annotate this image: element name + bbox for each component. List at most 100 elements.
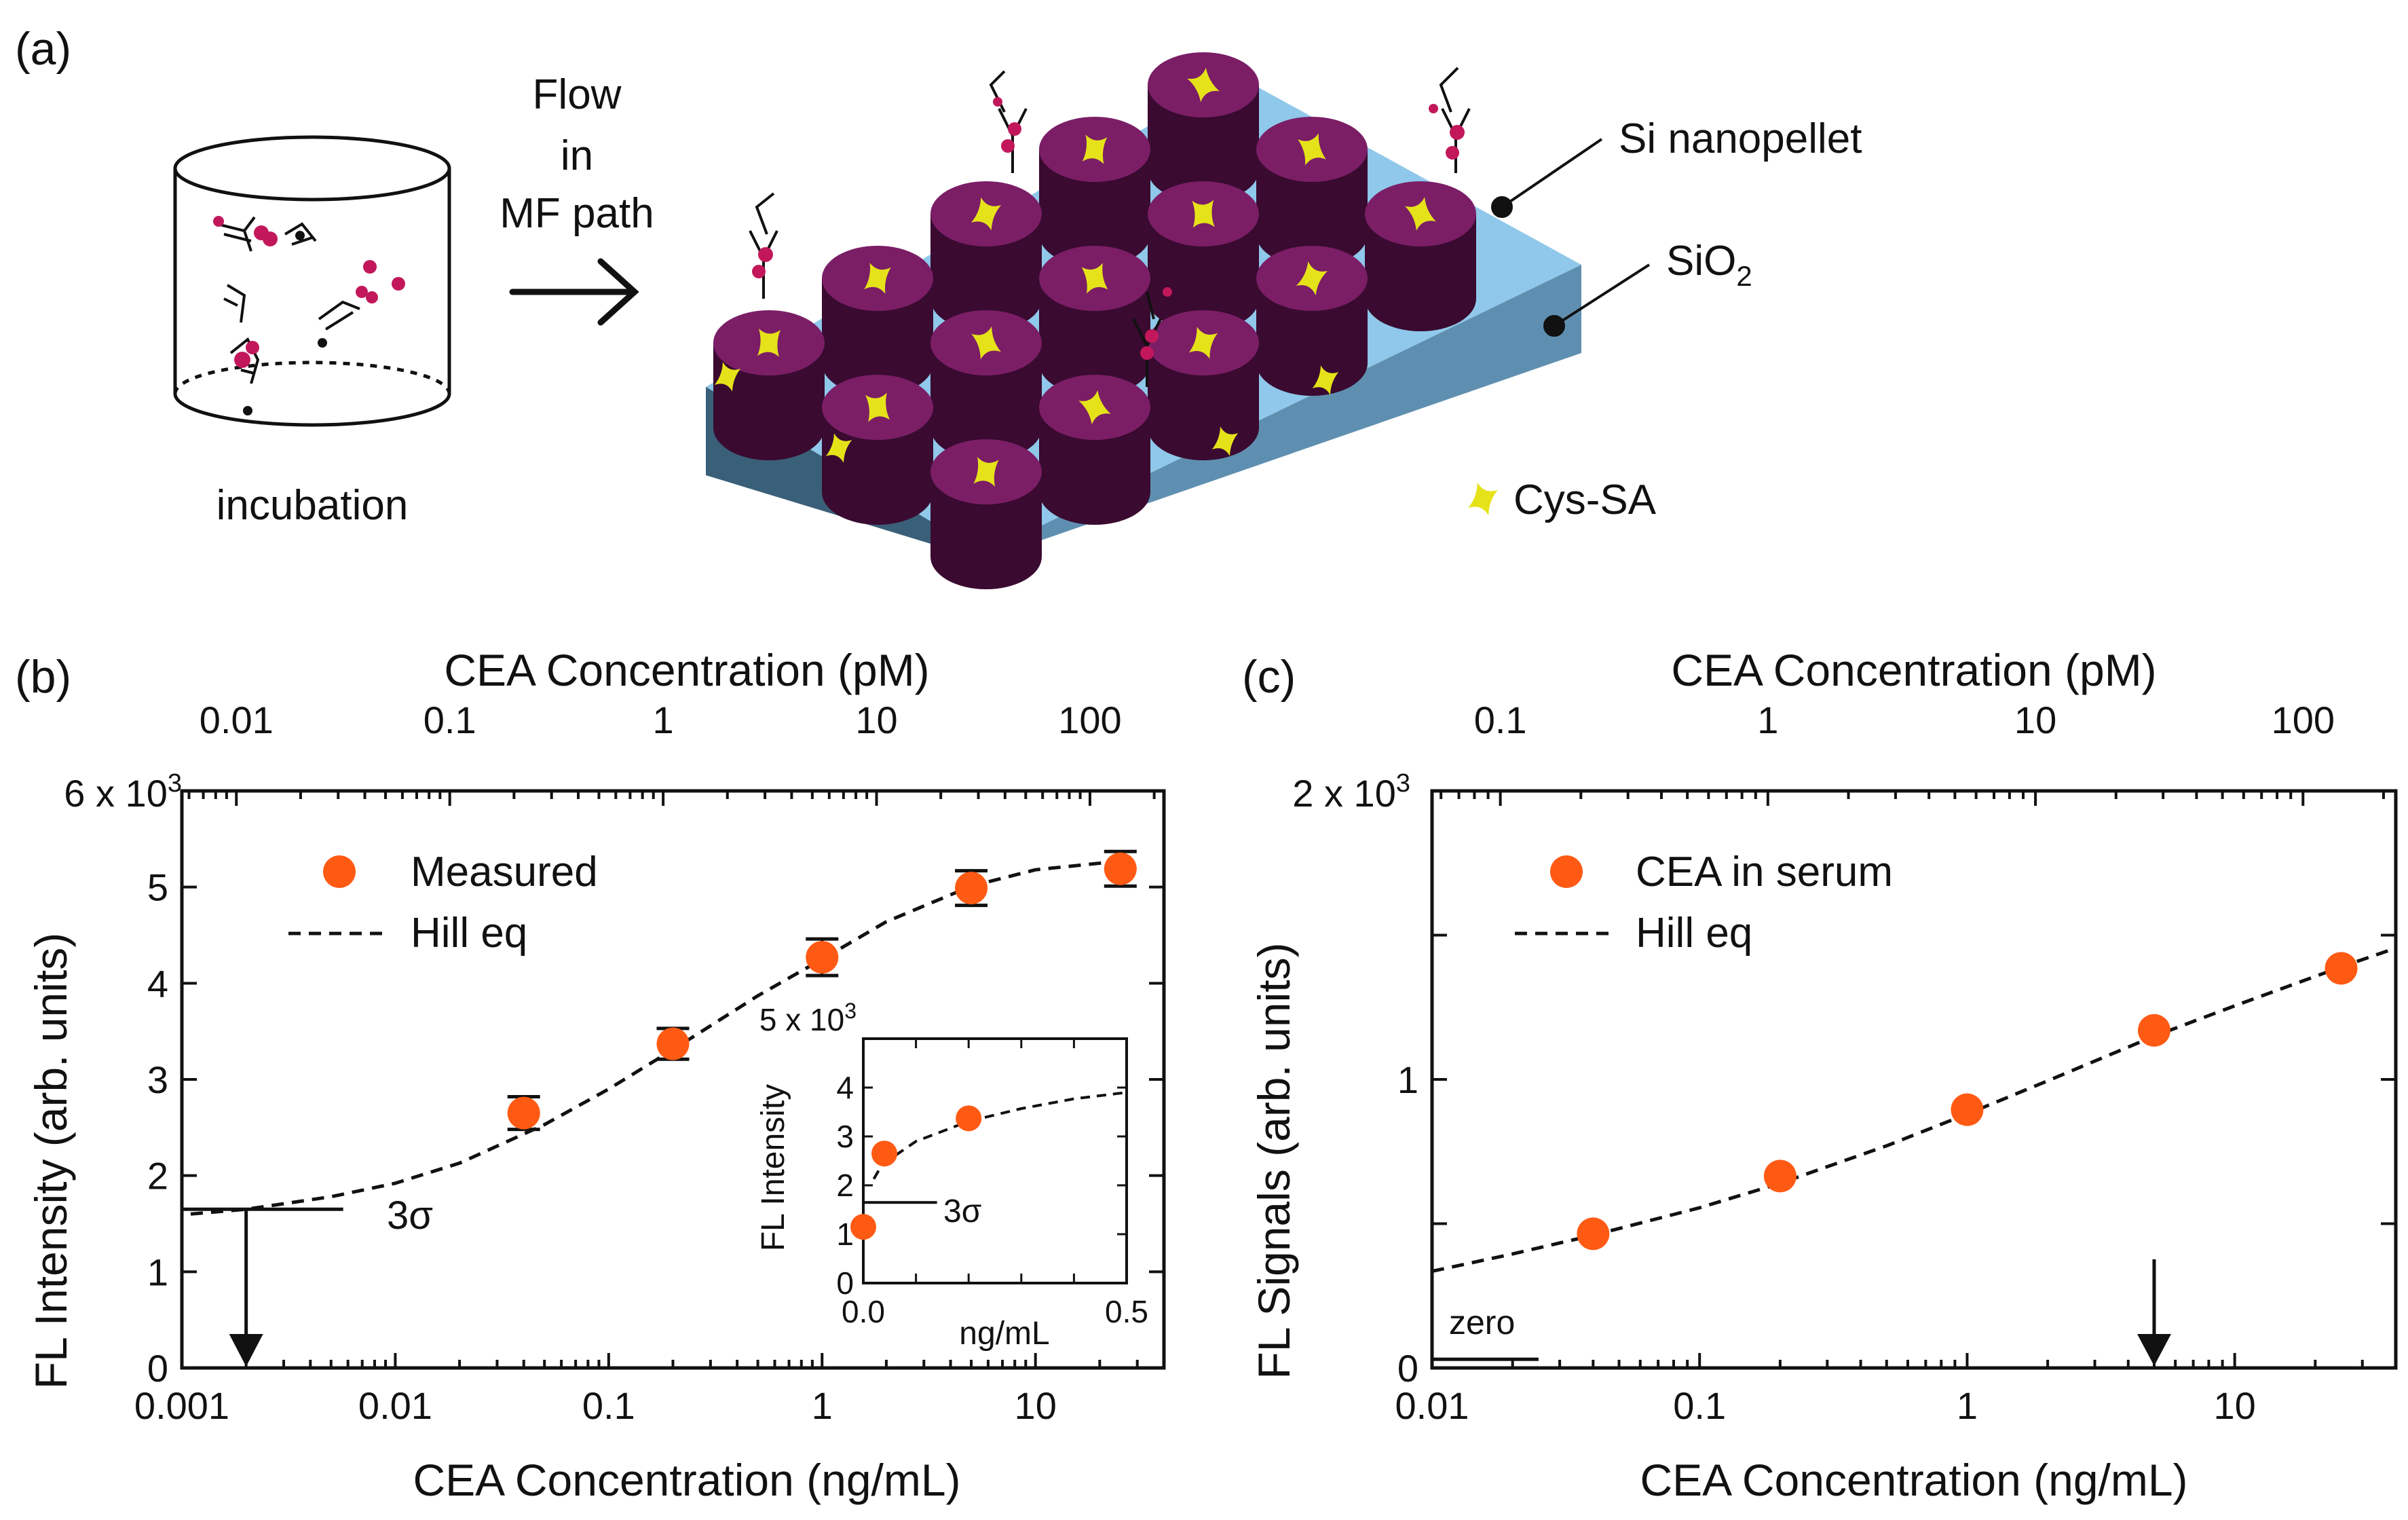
flow-arrow-icon [509, 258, 639, 326]
pellet-bottom [930, 524, 1042, 589]
cys-sa-marker [1082, 134, 1108, 164]
legend-hill-label: Hill eq [411, 910, 527, 957]
si-nanopellet-label: Si nanopellet [1619, 115, 1862, 162]
si-nanopellet [930, 181, 1042, 331]
si-nanopellet [1256, 246, 1368, 396]
y-tick-label: 0 [147, 1347, 168, 1390]
inset-x-tick-label: 0.5 [1105, 1294, 1148, 1329]
panel-b-plot [182, 849, 1137, 1367]
x2-tick-label: 0.1 [1474, 699, 1527, 741]
legend-hill-label-c: Hill eq [1636, 910, 1752, 957]
data-point [1104, 852, 1137, 885]
panel-c-top-axis-title: CEA Concentration (pM) [1671, 645, 2156, 695]
cys-sa-marker [864, 263, 891, 294]
panel-c-y-axis-title: FL Signals (arb. units) [1249, 942, 1299, 1379]
data-point [2325, 952, 2358, 985]
antigen-dots [213, 216, 405, 368]
incubation-cylinder [173, 135, 451, 427]
inset-hill-curve [872, 1091, 1127, 1180]
si-nanopellet [1148, 310, 1259, 460]
si-nanopellet [1365, 181, 1476, 331]
y-tick-label: 4 [147, 962, 168, 1005]
pellet-bottom [1039, 460, 1150, 525]
si-nanopellet [1148, 181, 1259, 331]
pellet-bottom [713, 395, 825, 460]
si-nanopellet [930, 439, 1042, 589]
sio2-label: SiO2 [1666, 238, 1752, 292]
inset-x-tick-label: 0.0 [842, 1294, 885, 1329]
inset-y-tick-label: 0 [836, 1265, 854, 1301]
cys-sa-markers-on-substrate [714, 362, 1339, 463]
cys-sa-legend-icon [1468, 482, 1498, 516]
antibody-complexes-in-solution [217, 216, 360, 384]
panel-b-y-top-label: 6 x 103 [64, 769, 182, 815]
cys-sa-marker [1078, 390, 1111, 425]
y-tick-label: 3 [147, 1058, 168, 1101]
x-tick-label: 1 [812, 1384, 833, 1427]
pellet-bottom [1148, 395, 1259, 460]
panel-c-plot [1431, 946, 2396, 1366]
inset-y-top-label: 5 x 103 [759, 999, 857, 1037]
y-tick-label: 1 [147, 1250, 168, 1293]
panel-b-axes [180, 789, 1166, 1370]
x-tick-label: 10 [1015, 1384, 1057, 1427]
pellet-bottom [1365, 266, 1476, 331]
inset-x-axis-title: ng/mL [959, 1316, 1049, 1352]
x2-tick-label: 0.1 [424, 699, 476, 741]
cys-sa-marker [1192, 200, 1215, 228]
flow-label-line3: MF path [500, 190, 654, 237]
data-point [955, 872, 988, 905]
x2-tick-label: 10 [2014, 699, 2056, 741]
inset-data-point [956, 1105, 982, 1132]
si-nanopellet [1256, 117, 1368, 267]
cys-sa-marker [1187, 67, 1220, 103]
data-point [1577, 1217, 1610, 1250]
data-point [507, 1096, 540, 1130]
si-nanopellet [1039, 117, 1150, 267]
cys-sa-marker [971, 197, 1002, 231]
cys-sa-label: Cys-SA [1513, 477, 1657, 523]
pellet-bottom [1256, 331, 1368, 396]
x-tick-label: 10 [2214, 1384, 2256, 1427]
cys-sa-marker [1405, 197, 1436, 231]
x2-tick-label: 100 [1058, 699, 1121, 741]
panel-c-axes [1430, 789, 2398, 1370]
panel-a-label: (a) [15, 23, 71, 75]
si-nanopellet [822, 246, 933, 396]
panel-b-legend: Measured Hill eq [288, 849, 598, 957]
cys-sa-marker [1298, 133, 1326, 166]
panel-b-top-axis-title: CEA Concentration (pM) [444, 645, 929, 695]
data-point [656, 1027, 690, 1060]
label-dots [243, 231, 327, 415]
cys-sa-marker [973, 456, 999, 487]
captured-antigens [752, 97, 1465, 360]
hill-fit-curve [1431, 946, 2396, 1274]
data-point [806, 941, 839, 974]
si-nanopellet [1039, 375, 1150, 525]
x2-tick-label: 1 [653, 699, 674, 741]
x-tick-label: 0.01 [1395, 1384, 1469, 1427]
legend-serum-marker [1550, 855, 1583, 888]
x2-tick-label: 100 [2272, 699, 2335, 741]
panel-c-label: (c) [1242, 651, 1296, 703]
y-tick-label: 5 [147, 866, 168, 909]
x-tick-label: 0.01 [358, 1384, 432, 1427]
x-tick-label: 0.1 [1673, 1384, 1726, 1427]
panel-c-y-tick-labels: 01 [1397, 1058, 1418, 1390]
panel-c-zero-label: zero [1449, 1303, 1515, 1341]
panel-b-y-axis-title: FL Intensity (arb. units) [26, 933, 76, 1389]
flow-label-line1: Flow [533, 71, 622, 118]
si-nanopellet-callout [1491, 138, 1603, 218]
x2-tick-label: 10 [855, 699, 897, 741]
panel-c-legend: CEA in serum Hill eq [1515, 849, 1893, 957]
x2-tick-label: 1 [1757, 699, 1778, 741]
cys-sa-marker [757, 329, 781, 357]
si-nanopellet [930, 310, 1042, 460]
